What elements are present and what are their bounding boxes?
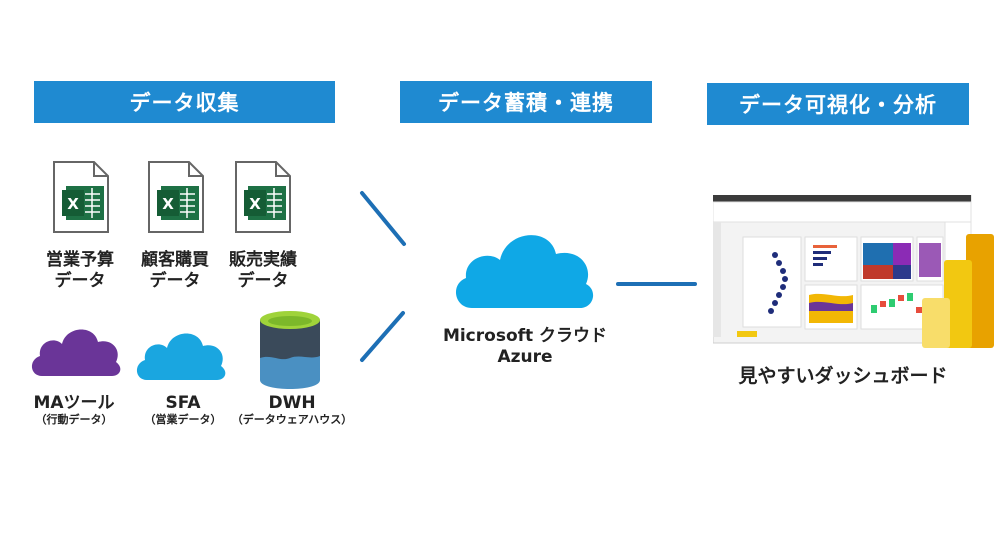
sfa-cloud-icon: [133, 324, 229, 382]
label-sales-budget: 営業予算 データ: [40, 250, 120, 292]
label-sfa-title: SFA: [165, 393, 201, 413]
label-dwh: DWH （データウェアハウス）: [226, 393, 358, 427]
excel-file-icon: X: [143, 160, 207, 234]
connector-bottom: [360, 311, 405, 362]
header-data-visualization-label: データ可視化・分析: [739, 93, 937, 117]
label-dwh-title: DWH: [268, 393, 316, 413]
label-azure-line1: Microsoft クラウド: [442, 326, 608, 346]
label-dashboard: 見やすいダッシュボード: [718, 361, 968, 388]
label-customer-purchase-line1: 顧客購買: [141, 250, 209, 270]
excel-file-icon: X: [230, 160, 294, 234]
label-sales-results-line2: データ: [237, 271, 289, 291]
label-dashboard-text: 見やすいダッシュボード: [738, 365, 948, 387]
label-ma-sub: （行動データ）: [35, 413, 113, 426]
label-customer-purchase: 顧客購買 データ: [135, 250, 215, 292]
svg-text:X: X: [249, 195, 261, 213]
label-sales-results: 販売実績 データ: [222, 250, 304, 292]
ma-cloud-icon: [28, 320, 124, 378]
label-sfa: SFA （営業データ）: [130, 393, 236, 427]
label-sales-budget-line1: 営業予算: [46, 250, 114, 270]
power-bi-icon: [920, 234, 996, 352]
label-dwh-sub: （データウェアハウス）: [231, 413, 353, 426]
label-ma-tool: MAツール （行動データ）: [20, 393, 128, 427]
label-sales-budget-line2: データ: [54, 271, 106, 291]
svg-text:X: X: [67, 195, 79, 213]
connector-top: [360, 191, 406, 246]
dwh-database-icon: [258, 310, 322, 390]
label-sales-results-line1: 販売実績: [229, 250, 297, 270]
excel-file-icon: X: [48, 160, 112, 234]
label-azure: Microsoft クラウド Azure: [425, 326, 625, 368]
header-data-collection-label: データ収集: [129, 91, 240, 115]
azure-cloud-icon: [450, 222, 598, 310]
label-azure-line2: Azure: [497, 347, 553, 367]
header-data-collection: データ収集: [34, 81, 335, 123]
header-data-storage-label: データ蓄積・連携: [438, 91, 614, 115]
label-sfa-sub: （営業データ）: [144, 413, 222, 426]
label-ma-title: MAツール: [33, 393, 115, 413]
header-data-storage: データ蓄積・連携: [400, 81, 652, 123]
label-customer-purchase-line2: データ: [149, 271, 201, 291]
svg-text:X: X: [162, 195, 174, 213]
header-data-visualization: データ可視化・分析: [707, 83, 969, 125]
